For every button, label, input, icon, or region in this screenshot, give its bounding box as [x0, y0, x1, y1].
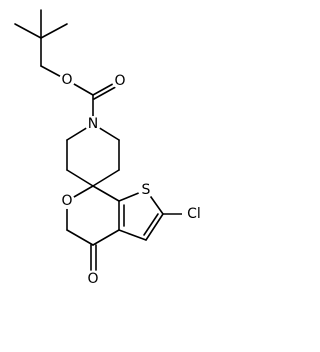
ketone-group	[90, 244, 97, 271]
boc-carbonyl-oxygen-label: O	[114, 73, 125, 89]
atom-label-bg	[85, 116, 101, 132]
atom-label-bg	[112, 73, 128, 89]
double-bond	[143, 213, 159, 236]
bond	[66, 229, 94, 246]
bond	[145, 213, 164, 241]
sulfur-label: S	[142, 182, 151, 198]
bond	[66, 169, 94, 187]
boc-carbamate	[40, 65, 122, 125]
chemical-structure-diagram: O O N O S Cl O	[14, 9, 206, 287]
bond	[40, 23, 68, 39]
atom-label-bg	[59, 72, 75, 88]
bond	[118, 229, 147, 241]
bond	[92, 229, 120, 246]
ketone-oxygen-label: O	[87, 271, 98, 287]
ester-oxygen-label: O	[61, 72, 72, 88]
pyranone-ring	[66, 185, 120, 246]
bond	[92, 185, 120, 202]
atom-labels: O O N O S Cl O	[59, 72, 206, 287]
bond	[14, 23, 42, 39]
thiophene-ring	[118, 189, 164, 241]
ring-oxygen-label: O	[61, 193, 72, 209]
atom-label-bg	[85, 271, 101, 287]
chlorine-label: Cl	[187, 206, 201, 222]
tert-butyl-group	[14, 9, 68, 67]
atom-label-bg	[138, 182, 154, 198]
bond	[92, 169, 120, 187]
atom-label-bg	[182, 205, 206, 223]
piperidine-ring	[66, 123, 120, 187]
atom-label-bg	[59, 193, 75, 209]
nitrogen-label: N	[88, 116, 98, 132]
